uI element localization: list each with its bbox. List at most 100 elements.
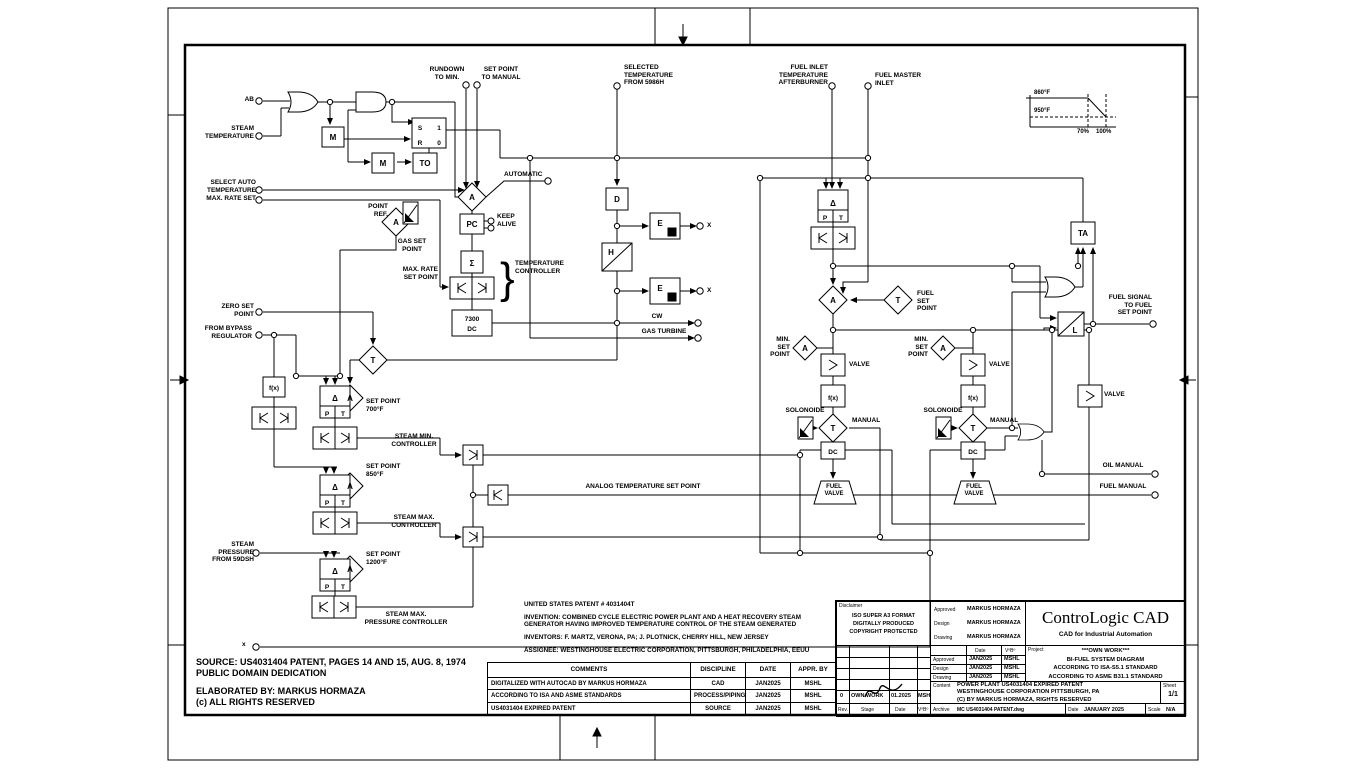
discipline-cell: PROCESS/PIPING (690, 689, 746, 704)
col-discipline: DISCIPLINE (690, 662, 746, 678)
solenoid-label: SOLONOIDE (785, 407, 825, 414)
drawing-row-label: Drawing (933, 675, 952, 681)
steam-pressure-from-label: STEAM PRESSURE FROM 59DSH (212, 541, 254, 563)
revision-grid: 0 OWN WORK 01.2025 MSHL Rev. Stage Date … (836, 645, 931, 717)
fuel-manual-label: FUEL MANUAL (1099, 483, 1147, 490)
or-gate (287, 91, 319, 113)
design-vobo: MSHL (1004, 665, 1020, 671)
fuel-set-point-label: FUEL SET POINT (917, 290, 937, 312)
graph-temp-high-label: 860°F (1034, 90, 1051, 96)
rev-header: Rev. (838, 707, 848, 713)
fuel-valve-label: FUEL VALVE (964, 484, 984, 497)
dc-label: DC (467, 326, 477, 333)
7300-label: 7300 (465, 316, 480, 323)
dc-7300-block (451, 309, 493, 337)
logic-gates (287, 91, 1076, 441)
patent-title: UNITED STATES PATENT # 4031404T (524, 601, 635, 608)
sheet-label: Sheet (1163, 683, 1177, 689)
content-text: POWER PLANT US4031404 EXPIRED PATENT WES… (957, 682, 1100, 703)
solenoid-label: SOLONOIDE (923, 407, 963, 414)
appr-cell: MSHL (790, 676, 836, 691)
d-label: D (614, 195, 620, 204)
vobo-header: VºBº (918, 707, 929, 713)
limiter-block (810, 226, 856, 250)
grid-line (849, 646, 850, 716)
stage-header: Stage (861, 707, 875, 713)
m-block (371, 152, 395, 174)
approved-date: JAN2025 (969, 656, 993, 662)
sigma-label: Σ (470, 259, 475, 268)
limiter-block (449, 276, 495, 300)
signatures-cell: Approved MARKUS HORMAZA Design MARKUS HO… (930, 601, 1026, 646)
comments-table-header: COMMENTS DISCIPLINE DATE APPR. BY (487, 662, 836, 678)
table-row: US4031404 EXPIRED PATENT SOURCE JAN2025 … (487, 702, 836, 716)
valve-block (1077, 384, 1103, 408)
automatic-label: AUTOMATIC (504, 171, 543, 178)
design-row-label: Design (933, 666, 949, 672)
p-label: P (823, 215, 828, 222)
sum-block (460, 250, 484, 274)
set-point-700-label: SET POINT 700°F (366, 398, 401, 413)
archive-value: MC US4031404 PATENT.dwg (957, 707, 1025, 713)
drawing-name: MARKUS HORMAZA (967, 634, 1021, 640)
h-block (601, 242, 633, 272)
grid-line (931, 655, 1025, 656)
project-cell: Project ***OWN WORK*** BI-FUEL SYSTEM DI… (1025, 645, 1186, 682)
graph-100pct-label: 100% (1096, 129, 1112, 135)
scale-value: N/A (1166, 706, 1176, 713)
h-label: H (608, 248, 614, 257)
e-label: E (657, 284, 663, 293)
grid-line (837, 703, 930, 704)
ab-label: AB (244, 96, 254, 103)
l-block (1057, 311, 1085, 337)
fx-block (820, 384, 846, 408)
grid-line (917, 646, 918, 716)
vobo-value: MSHL (918, 693, 931, 699)
date-cell: JAN2025 (745, 689, 791, 704)
from-bypass-regulator-label: FROM BYPASS REGULATOR (204, 325, 252, 340)
fx-label: f(x) (968, 395, 978, 402)
comment-cell: US4031404 EXPIRED PATENT (487, 702, 691, 716)
rundown-to-min-label: RUNDOWN TO MIN. (429, 66, 465, 81)
gas-set-point-label: GAS SET POINT (397, 238, 427, 253)
p-label: P (325, 500, 330, 507)
date-cell: JAN2025 (745, 702, 791, 716)
s-label: S (418, 125, 423, 132)
title-block: Disclaimer ISO SUPER A3 FORMAT DIGITALLY… (835, 600, 1186, 717)
design-label: Design (934, 621, 950, 627)
limiter-block (312, 511, 358, 535)
valve-block (820, 353, 846, 377)
col-date: DATE (745, 662, 791, 678)
fx-label: f(x) (269, 385, 279, 392)
m-block (321, 126, 345, 148)
source-line: (c) ALL RIGHTS RESERVED (196, 697, 315, 707)
approved-vobo: MSHL (1004, 656, 1020, 662)
fx-block (960, 384, 986, 408)
terminals (252, 81, 1159, 651)
a-label: A (940, 344, 946, 353)
comment-cell: DIGITALIZED WITH AUTOCAD BY MARKUS HORMA… (487, 676, 691, 691)
or-gate (1017, 423, 1045, 441)
grid-line (837, 657, 930, 658)
steam-max-controller-label: STEAM MAX. CONTROLLER (391, 514, 437, 529)
limiter-block (251, 406, 297, 430)
limiter-block (311, 595, 357, 619)
zero-label: 0 (437, 140, 441, 147)
content-label: Content (933, 683, 951, 689)
e-block (649, 212, 681, 240)
temperature-controller-label: TEMPERATURE CONTROLLER (515, 260, 564, 275)
x-output-label: X (707, 222, 712, 229)
point-ref-label: POINT REF. (368, 203, 388, 218)
cw-label: CW (651, 313, 663, 320)
ta-label: TA (1078, 229, 1088, 238)
brand-tagline: CAD for Industrial Automation (1058, 631, 1153, 638)
grid-line (837, 690, 930, 691)
table-row: DIGITALIZED WITH AUTOCAD BY MARKUS HORMA… (487, 676, 836, 691)
min-set-point-label: MIN. SET POINT (908, 336, 928, 358)
m-label: M (330, 133, 337, 142)
project-label: Project (1028, 647, 1044, 653)
x-output-label: X (707, 287, 712, 294)
to-block (412, 152, 438, 174)
